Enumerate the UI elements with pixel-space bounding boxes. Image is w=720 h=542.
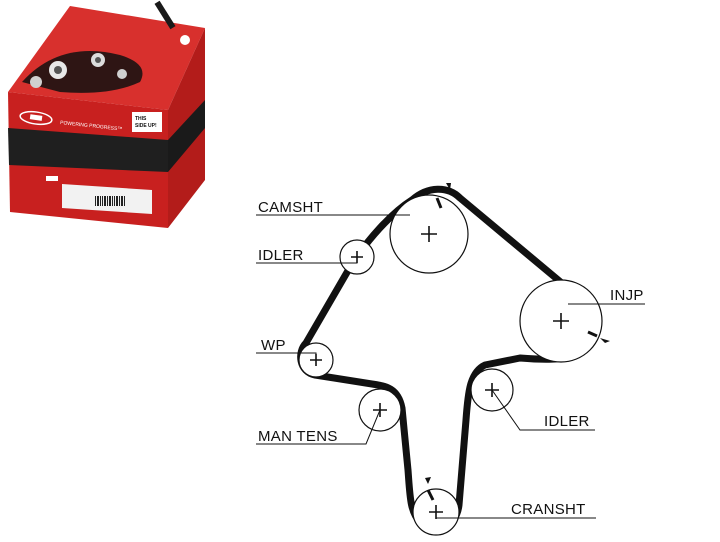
side-up-line2: SIDE UP! [135,123,157,129]
label-crankshaft: CRANSHT [511,501,586,518]
box-small-logo [46,176,58,181]
label-water-pump: WP [261,337,286,354]
timing-belt-diagram: CAMSHT IDLER WP MAN TENS INJP IDLER CRAN… [256,183,645,536]
box-side-text [154,0,190,45]
product-box: POWERING PROGRESS™ THIS SIDE UP! [8,0,205,228]
label-idler-right: IDLER [544,413,590,430]
label-camshaft: CAMSHT [258,199,323,216]
box-top-pulley-image [22,51,143,93]
camshaft-pulley [389,194,469,274]
label-manual-tensioner: MAN TENS [258,428,338,445]
crankshaft-timing-mark-icon [425,477,431,484]
side-up-line1: THIS [135,116,147,122]
label-idler-top: IDLER [258,247,304,264]
leader-idler-top [256,257,358,264]
leader-manual-tensioner [256,409,381,445]
box-front-band [8,128,168,172]
box-side-band [168,100,205,172]
crankshaft-pulley [412,488,460,536]
barcode-icon [95,196,125,206]
leader-water-pump [256,352,317,360]
injection-pump-timing-mark-icon [600,338,610,343]
leader-idler-right [491,389,595,431]
injection-pump-pulley [519,279,603,363]
side-up-marker [132,112,162,132]
gates-logo [19,110,53,126]
camshaft-timing-mark-icon [446,183,451,190]
label-injection-pump: INJP [610,287,644,304]
